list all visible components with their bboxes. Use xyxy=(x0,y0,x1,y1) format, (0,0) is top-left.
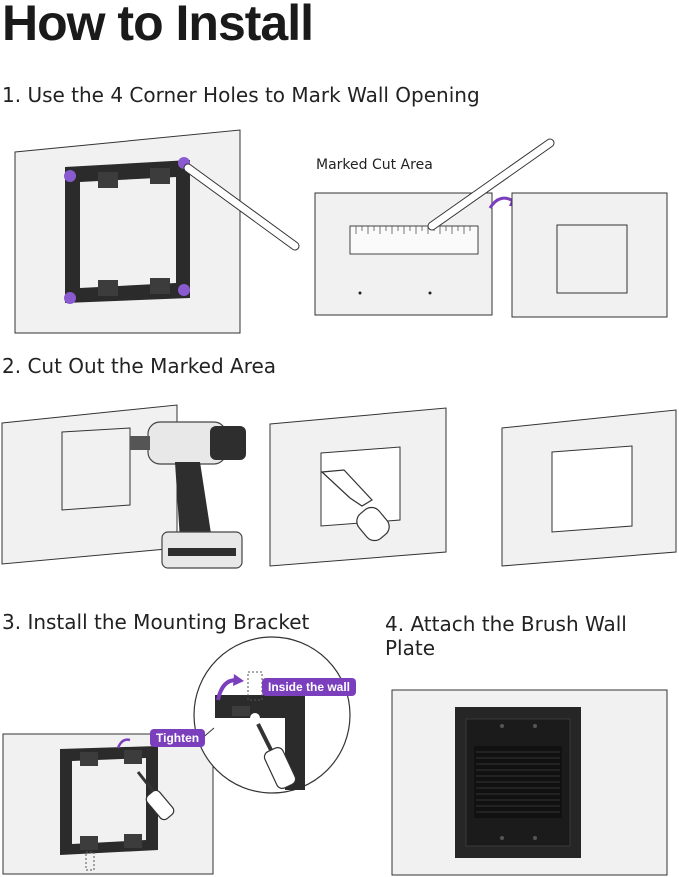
step-1-heading: 1. Use the 4 Corner Holes to Mark Wall O… xyxy=(2,83,480,107)
step-4-heading: 4. Attach the Brush Wall Plate xyxy=(385,612,627,660)
marked-cut-area-label: Marked Cut Area xyxy=(316,157,433,173)
inside-the-wall-badge: Inside the wall xyxy=(262,678,357,696)
step-3-heading: 3. Install the Mounting Bracket xyxy=(2,610,310,634)
step-2-heading: 2. Cut Out the Marked Area xyxy=(2,354,277,378)
page-title: How to Install xyxy=(2,0,314,51)
tighten-badge: Tighten xyxy=(150,729,206,747)
